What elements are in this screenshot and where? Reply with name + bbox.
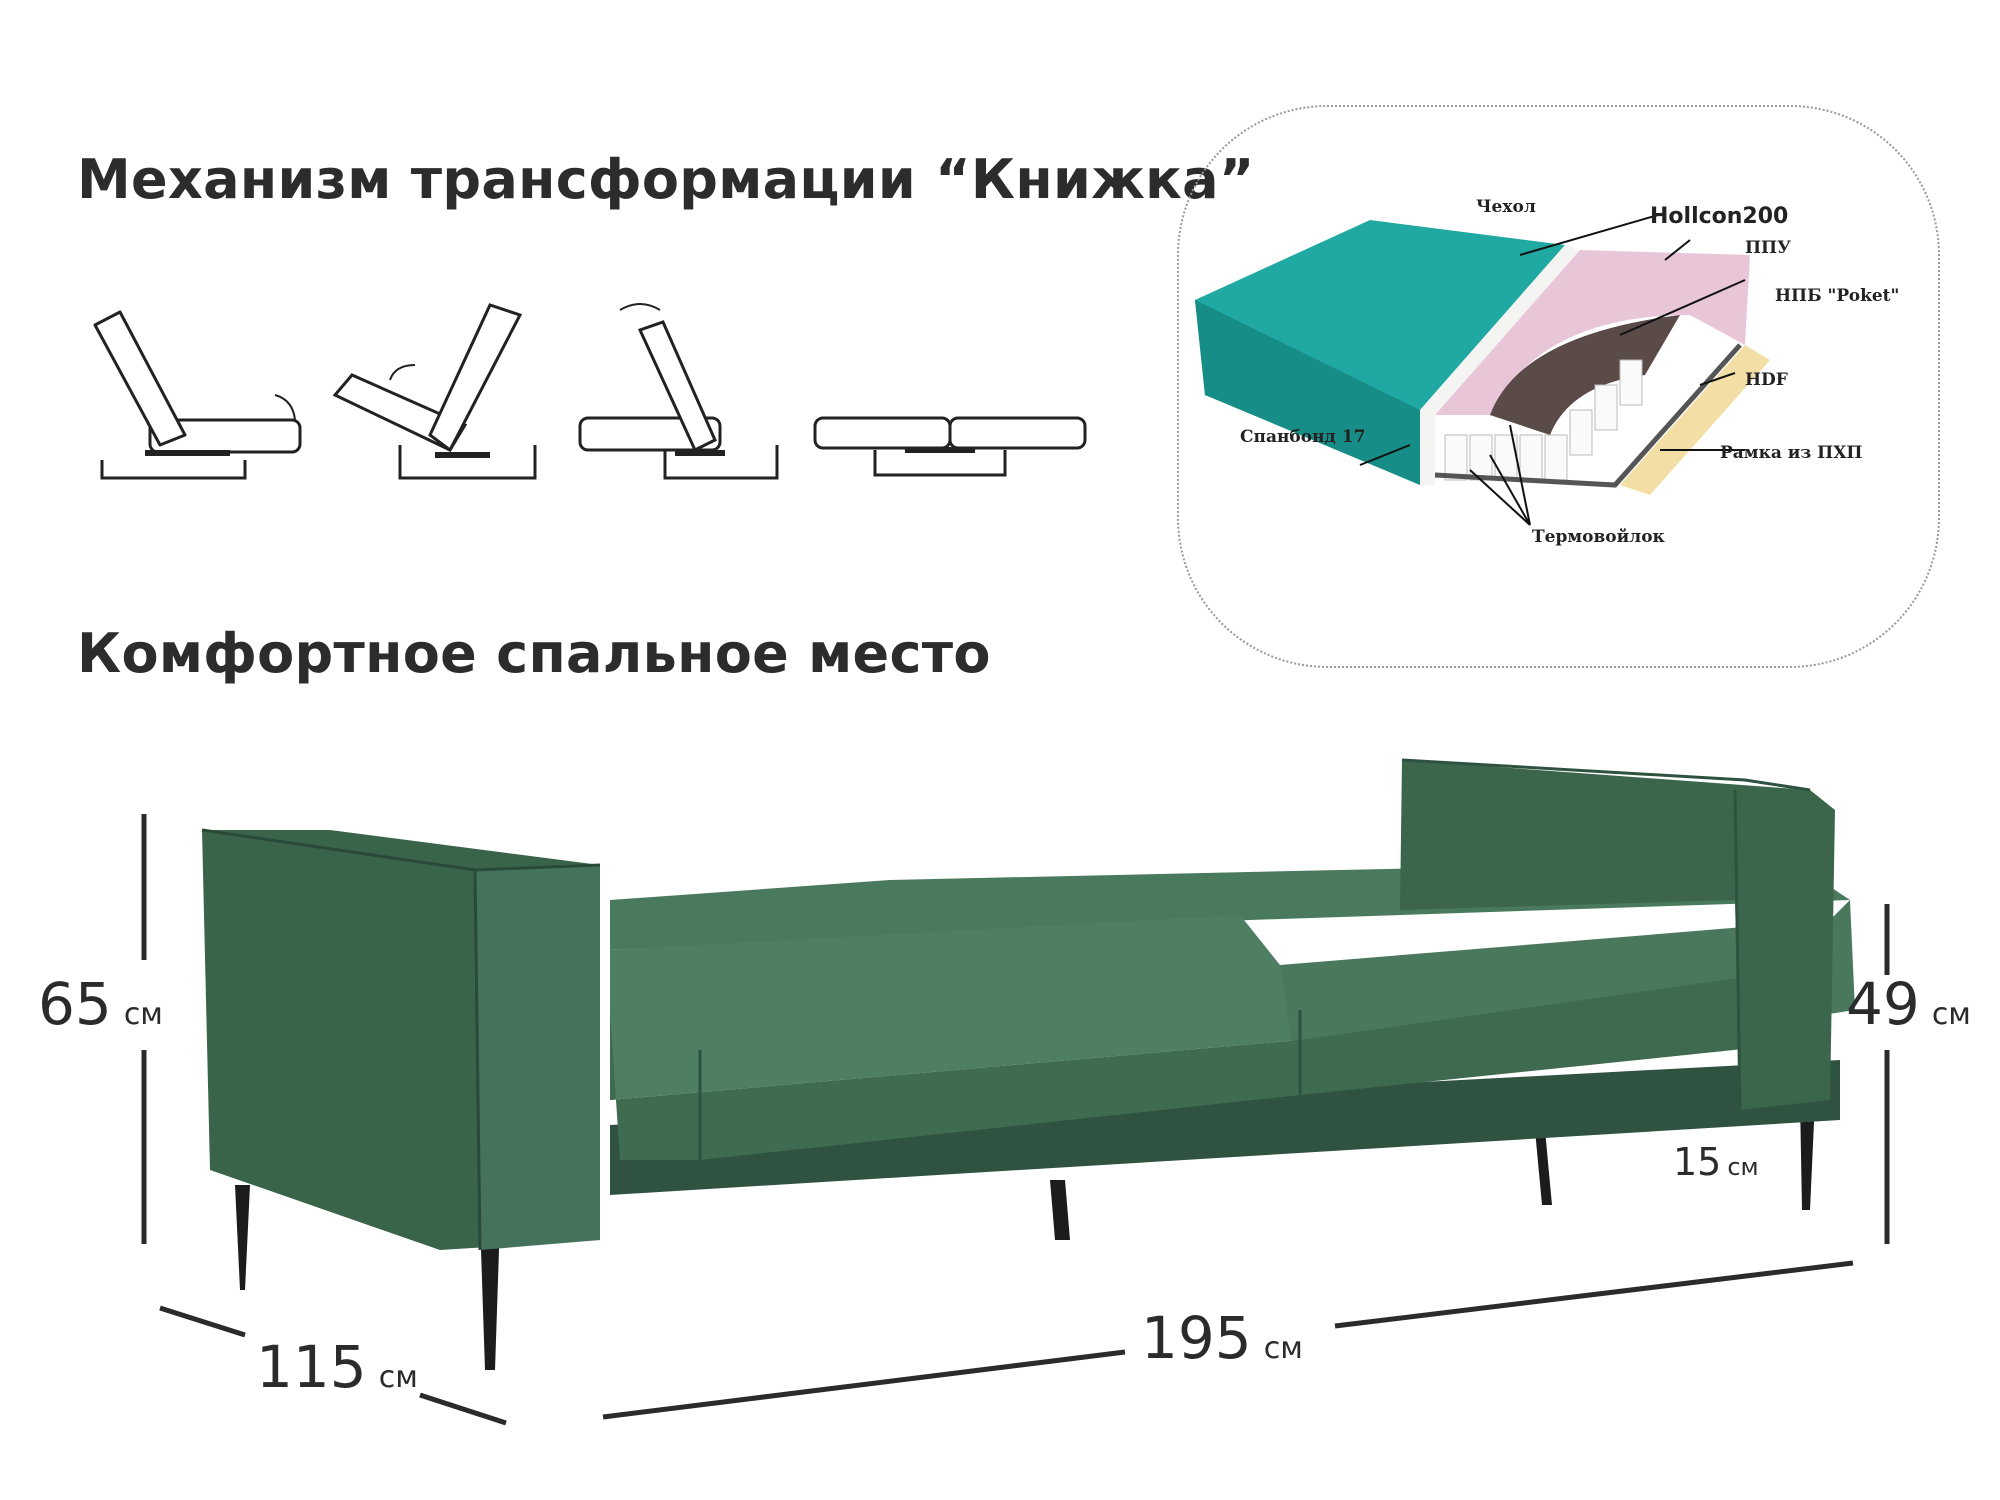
mechanism-heading: Механизм трансформации “Книжка” [77,148,1255,211]
height-back-dimension: 65 см [38,970,163,1038]
transformation-steps-diagram [93,303,1087,480]
length-line [602,1260,1854,1420]
layer-label-frame: Рамка из ПХП [1720,443,1863,463]
mattress-cross-section-illustration [1195,212,1770,526]
dimension-value: 65 [38,970,112,1038]
mattress-structure-panel [1177,105,1940,668]
dimension-unit: см [1263,1331,1303,1366]
step-3-lift [578,303,779,480]
layer-label-springs: НПБ "Poket" [1775,286,1900,306]
step-2-recline [332,303,537,480]
step-1-sitting [93,310,302,480]
depth-line [159,1305,507,1426]
dimension-unit: см [1931,997,1971,1032]
step-4-bed [813,416,1087,477]
sleeping-place-heading: Комфортное спальное место [77,622,991,685]
layer-label-spunbond: Спанбонд 17 [1240,427,1366,447]
dimension-value: 15 [1673,1140,1722,1184]
dimension-value: 49 [1846,970,1920,1038]
layer-label-thermofelt: Термовойлок [1532,527,1665,547]
sofa-bed-image [201,758,1855,1370]
length-dimension: 195 см [1141,1304,1303,1372]
dimension-unit: см [378,1360,418,1395]
dimension-value: 195 [1141,1304,1252,1372]
depth-dimension: 115 см [256,1333,418,1401]
layer-label-cover: Чехол [1476,197,1536,217]
dimension-unit: см [1727,1153,1759,1181]
layer-label-ppu: ППУ [1745,238,1791,258]
layer-label-hollcon: Hollcon200 [1650,204,1789,229]
height-seat-dimension: 49 см [1846,970,1971,1038]
dimension-unit: см [123,997,163,1032]
dimension-value: 115 [256,1333,367,1401]
layer-label-hdf: HDF [1745,370,1788,390]
